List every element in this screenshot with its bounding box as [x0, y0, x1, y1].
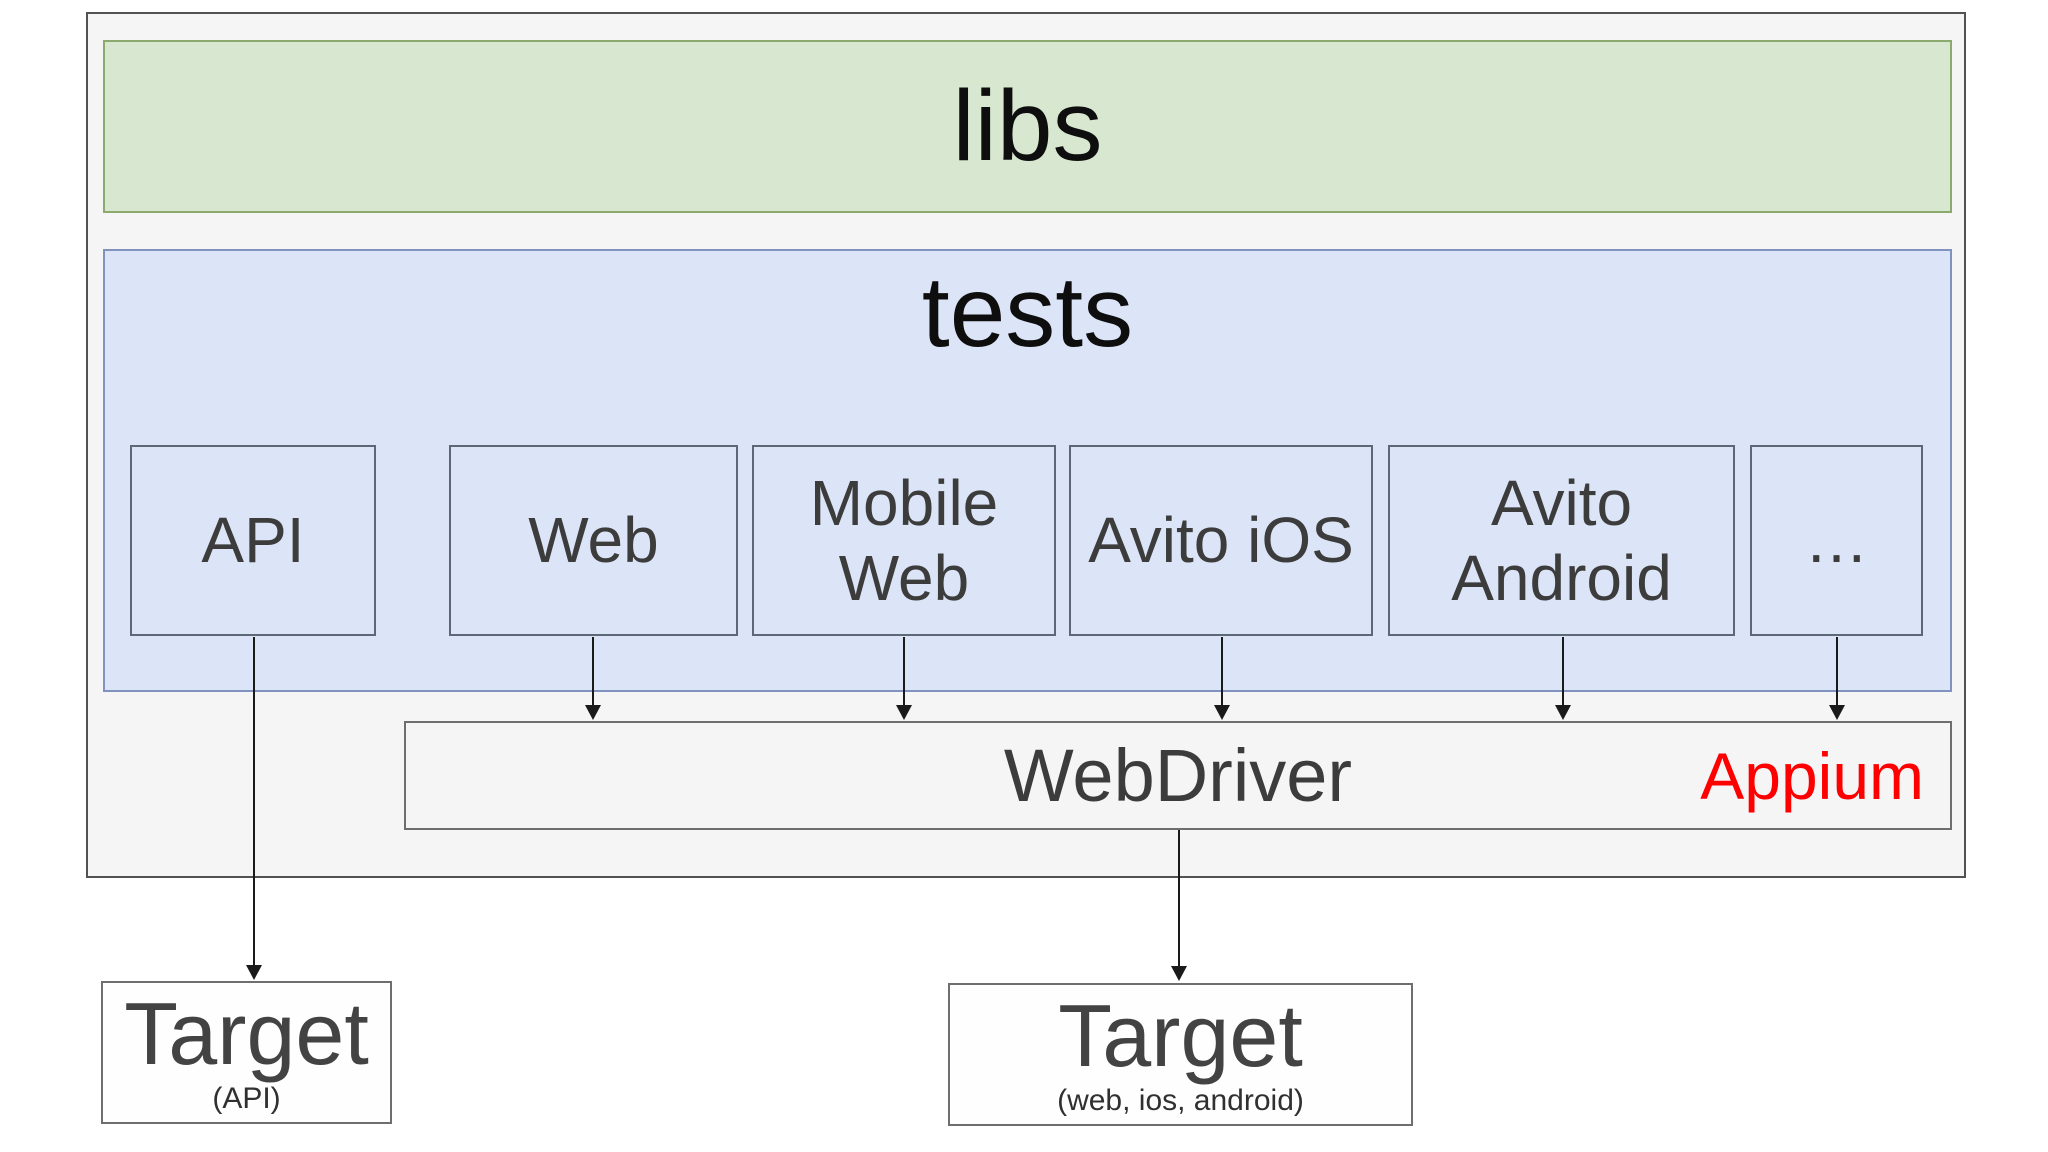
target-api-title: Target	[124, 984, 369, 1083]
appium-label: Appium	[1700, 738, 1924, 813]
test-suite-api-label: API	[201, 504, 305, 577]
target-api-box: Target (API)	[101, 981, 392, 1124]
test-suite-avito-android: Avito Android	[1388, 445, 1735, 636]
target-api-subtitle: (API)	[212, 1082, 281, 1115]
test-suite-avito-ios-label: Avito iOS	[1088, 504, 1354, 577]
target-devices-subtitle: (web, ios, android)	[1057, 1084, 1304, 1117]
webdriver-layer: WebDriver Appium	[404, 721, 1952, 830]
tests-layer: tests API Web Mobile Web Avito iOS Avito…	[103, 249, 1952, 692]
test-suite-avito-ios: Avito iOS	[1069, 445, 1373, 636]
test-suite-more: …	[1750, 445, 1923, 636]
test-suite-more-label: …	[1804, 504, 1869, 577]
test-suite-mobile-web: Mobile Web	[752, 445, 1056, 636]
test-suite-api: API	[130, 445, 376, 636]
target-devices-box: Target (web, ios, android)	[948, 983, 1413, 1126]
libs-layer: libs	[103, 40, 1952, 213]
webdriver-label: WebDriver	[1003, 734, 1353, 817]
target-devices-title: Target	[1058, 986, 1303, 1085]
framework-container: libs tests API Web Mobile Web Avito iOS …	[86, 12, 1966, 878]
tests-label: tests	[921, 256, 1134, 368]
libs-label: libs	[952, 70, 1103, 182]
test-suite-web-label: Web	[528, 504, 659, 577]
test-suite-avito-android-label: Avito Android	[1451, 466, 1672, 614]
test-suite-web: Web	[449, 445, 738, 636]
test-suite-mobile-web-label: Mobile Web	[809, 466, 999, 614]
